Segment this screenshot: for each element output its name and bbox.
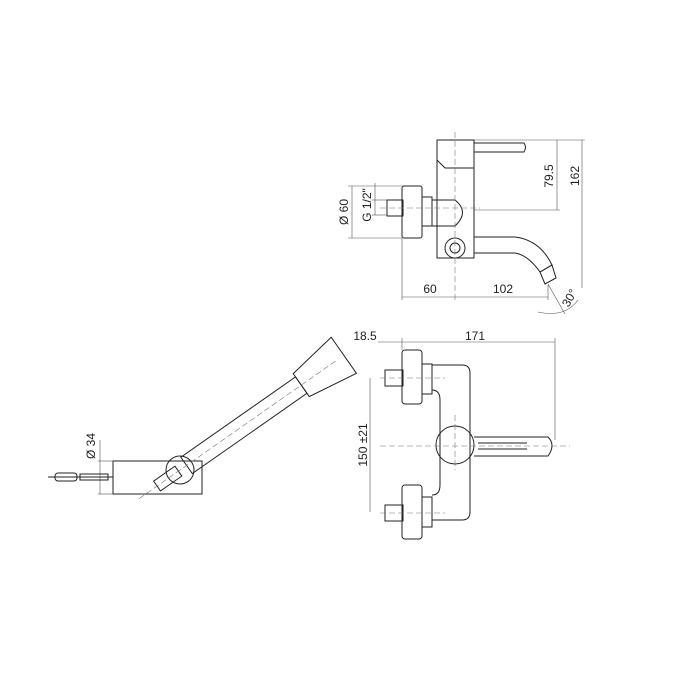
wall-holder: [112, 460, 203, 495]
lever: [474, 142, 526, 153]
mixer-body-top: [432, 364, 471, 521]
dim-height-lever: 79.5: [542, 164, 556, 188]
dim-spout-reach: 102: [493, 282, 513, 296]
dim-height-total: 162: [568, 166, 582, 186]
dim-center-distance: 150 ±21: [356, 423, 370, 467]
top-view-mixer: 18.5 171 150 ±21: [353, 329, 570, 540]
dim-holder-diameter: Ø 34: [84, 433, 98, 459]
lower-flange: [401, 484, 423, 540]
dim-wall-to-center: 60: [423, 282, 437, 296]
hex-nut: [421, 196, 433, 227]
hand-shower: [138, 336, 358, 499]
aerator: [539, 264, 557, 285]
dim-spout-angle: 30°: [559, 286, 580, 309]
upper-flange: [401, 349, 423, 405]
lower-nut: [421, 496, 433, 528]
hand-shower-set: Ø 34: [48, 336, 358, 499]
mixer-body: [436, 139, 475, 259]
wall-plug-screw: [48, 472, 113, 482]
wall-flange: [401, 185, 423, 239]
dim-length: 171: [465, 329, 485, 343]
hose-connector: [152, 465, 183, 492]
dim-flange-diameter: Ø 60: [337, 199, 351, 225]
side-view-mixer: 79.5 162 Ø 60 G 1/2" 60 102 30°: [337, 132, 585, 315]
lever-top: [474, 436, 553, 457]
dim-offset: 18.5: [353, 329, 377, 343]
spout: [474, 236, 553, 273]
upper-nut: [421, 363, 433, 395]
dim-thread: G 1/2": [360, 188, 374, 222]
shower-head: [292, 336, 358, 398]
